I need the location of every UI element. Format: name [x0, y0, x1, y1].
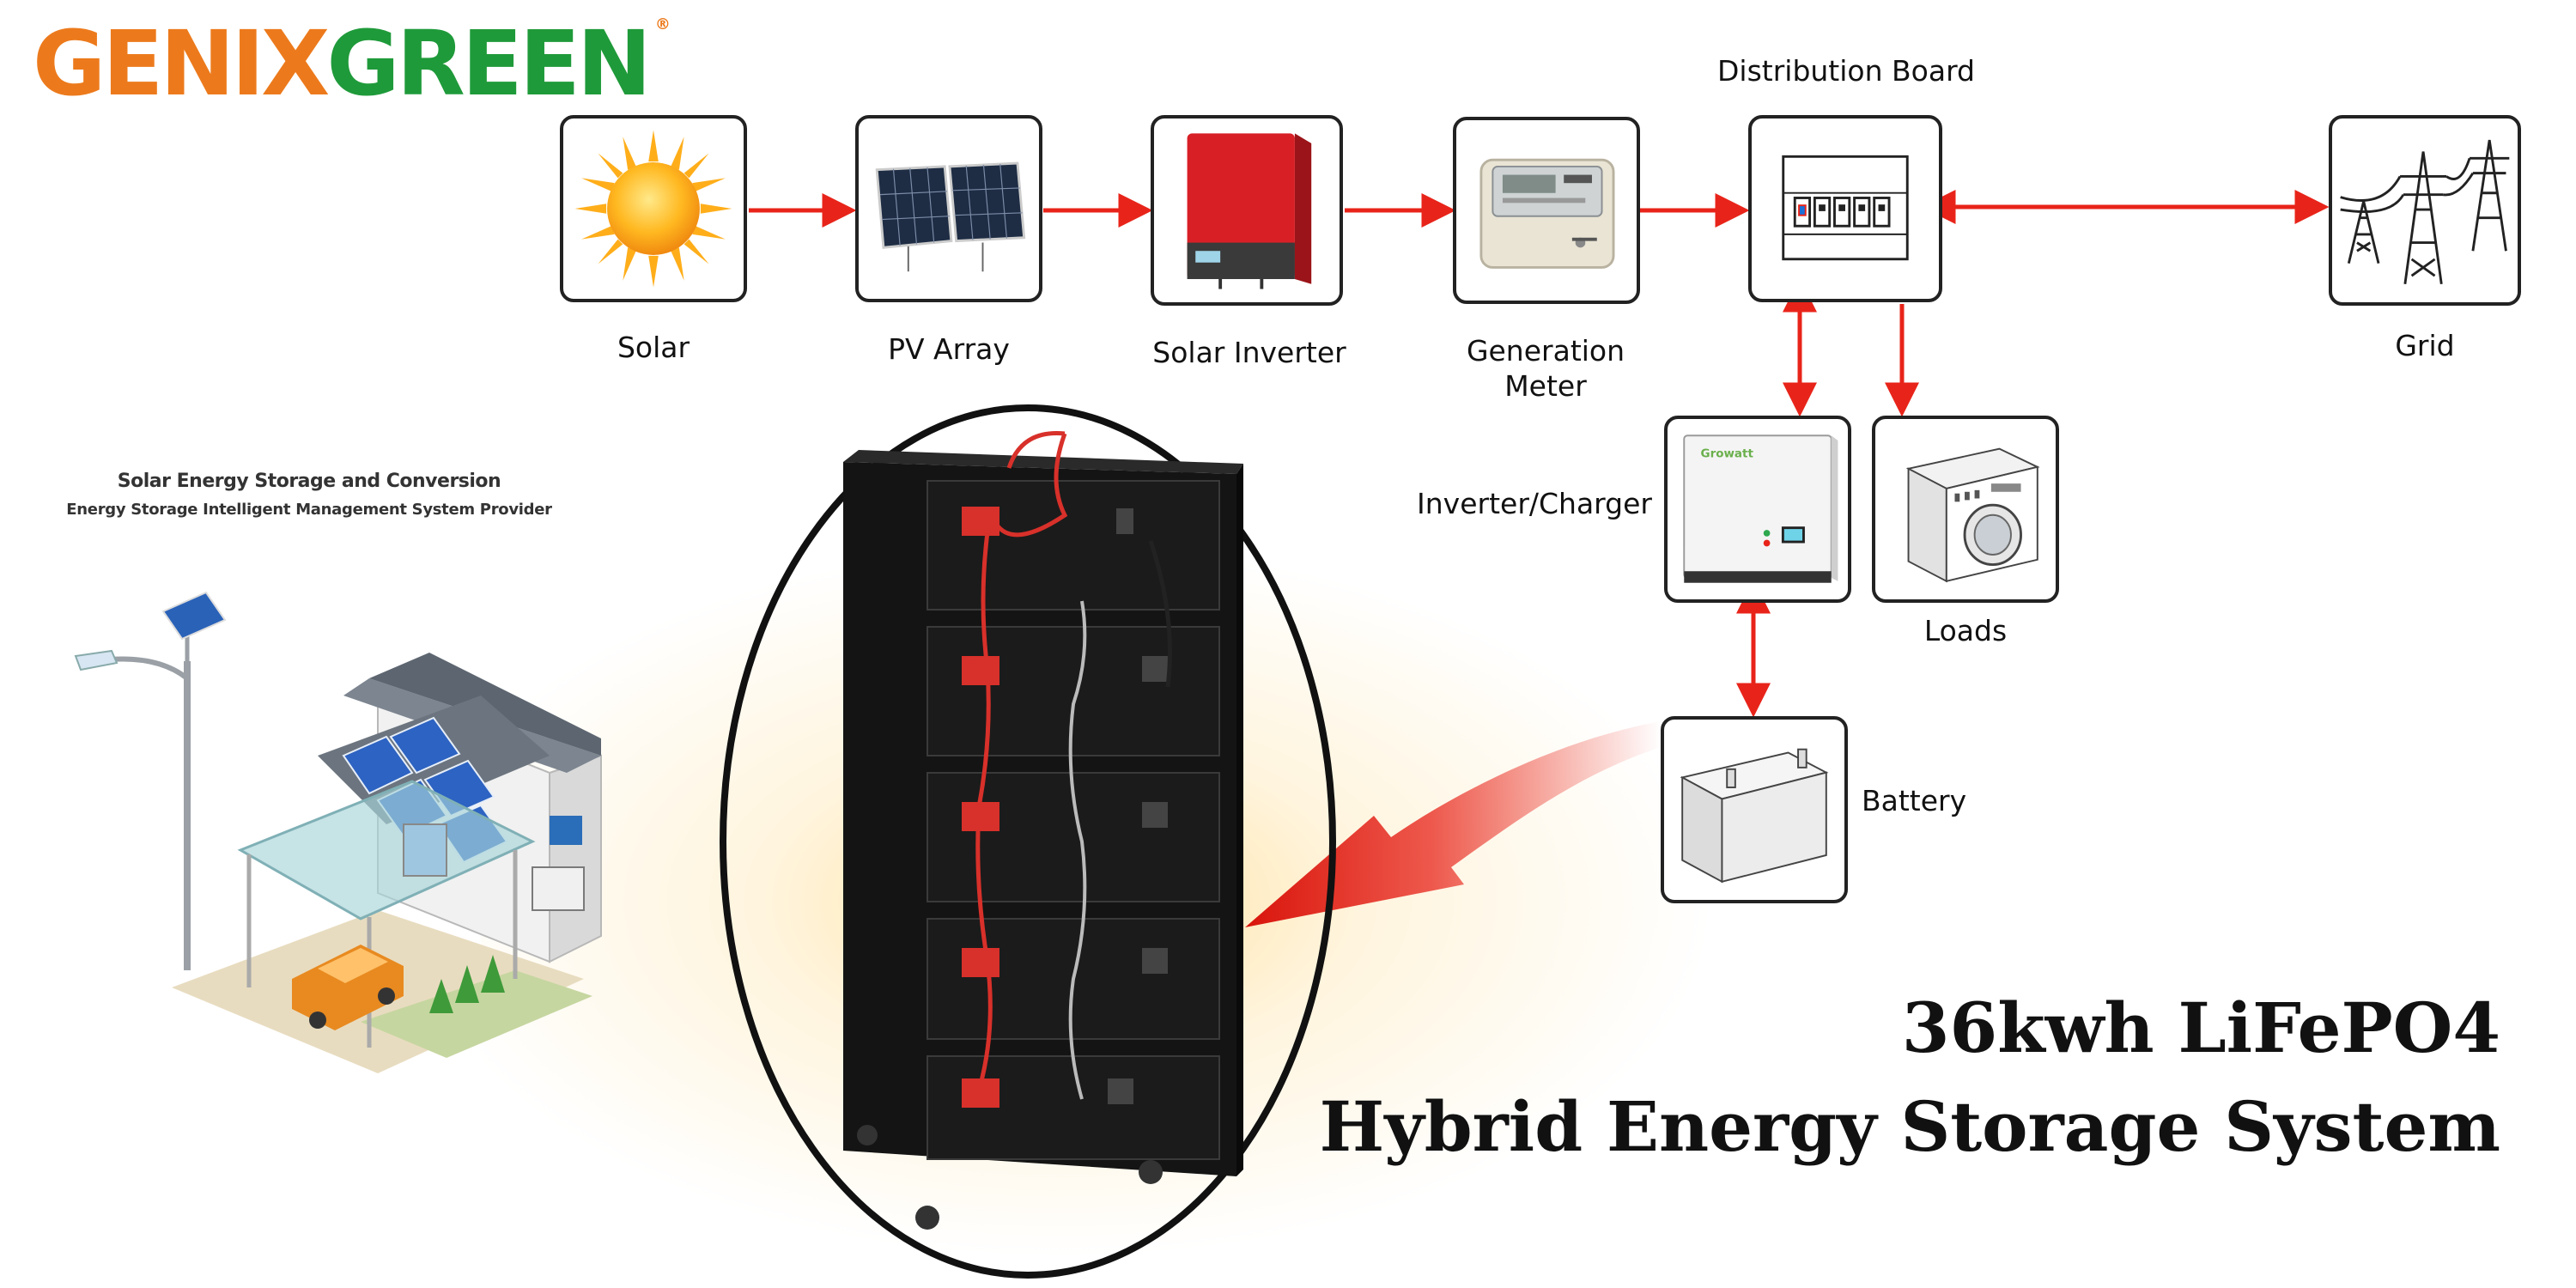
meter-icon: [1479, 158, 1615, 269]
big-pointer-arrow: [1245, 721, 1662, 927]
battery-module: [927, 626, 1220, 756]
label-generation-meter-line2: Meter: [1504, 369, 1587, 404]
inverter-icon: [1187, 133, 1312, 289]
battery-modules: [927, 480, 1220, 1160]
label-pv-array: PV Array: [888, 332, 1010, 366]
solar-panels-icon: [875, 161, 1026, 272]
washing-machine-icon: [1905, 447, 2040, 583]
side-panel-subtitle: Energy Storage Intelligent Management Sy…: [66, 501, 552, 519]
brand-logo: GENIXGREEN ®: [33, 17, 671, 109]
label-generation-meter: Generation Meter: [1425, 333, 1666, 404]
power-tower-icon: [2340, 139, 2510, 284]
product-headline-line2: Hybrid Energy Storage System: [1319, 1086, 2500, 1167]
label-grid: Grid: [2395, 329, 2455, 362]
light-solar-panel: [161, 591, 227, 641]
orange-car: [292, 945, 404, 1030]
battery-module: [927, 1055, 1220, 1160]
brand-name-part1: GENIX: [33, 11, 330, 116]
node-grid: [2329, 115, 2521, 306]
label-solar-inverter: Solar Inverter: [1152, 336, 1346, 369]
breaker-panel-icon: [1782, 155, 1909, 261]
label-distribution-board: Distribution Board: [1717, 54, 1975, 88]
highlight-ellipse: [720, 404, 1336, 1279]
label-loads: Loads: [1923, 614, 2008, 647]
label-inverter-charger: Inverter/Charger: [1417, 487, 1652, 520]
label-solar: Solar: [617, 331, 690, 364]
brand-name-part2: GREEN: [326, 11, 652, 116]
product-headline-line1: 36kwh LiFePO4: [1901, 987, 2500, 1068]
node-distribution-board: [1748, 115, 1942, 302]
node-solar: [560, 115, 747, 302]
node-pv-array: [855, 115, 1042, 302]
outdoor-battery-box: [550, 816, 582, 845]
node-battery: [1661, 716, 1848, 903]
node-inverter-charger: Growatt: [1664, 416, 1851, 603]
node-loads: [1872, 416, 2059, 603]
side-panel-title: Solar Energy Storage and Conversion: [117, 471, 501, 492]
label-generation-meter-line1: Generation: [1466, 334, 1625, 368]
registered-mark: ®: [654, 15, 671, 33]
label-battery: Battery: [1862, 784, 1967, 817]
node-solar-inverter: [1151, 115, 1343, 306]
side-panel: Solar Energy Storage and Conversion Ener…: [52, 471, 567, 519]
battery-icon: [1680, 748, 1829, 884]
node-generation-meter: [1453, 117, 1640, 304]
battery-module: [927, 480, 1220, 611]
lamp-head: [74, 649, 118, 671]
hybrid-inverter-icon: Growatt: [1683, 434, 1838, 583]
growatt-brand-text: Growatt: [1701, 447, 1754, 460]
sun-icon: [574, 130, 732, 288]
